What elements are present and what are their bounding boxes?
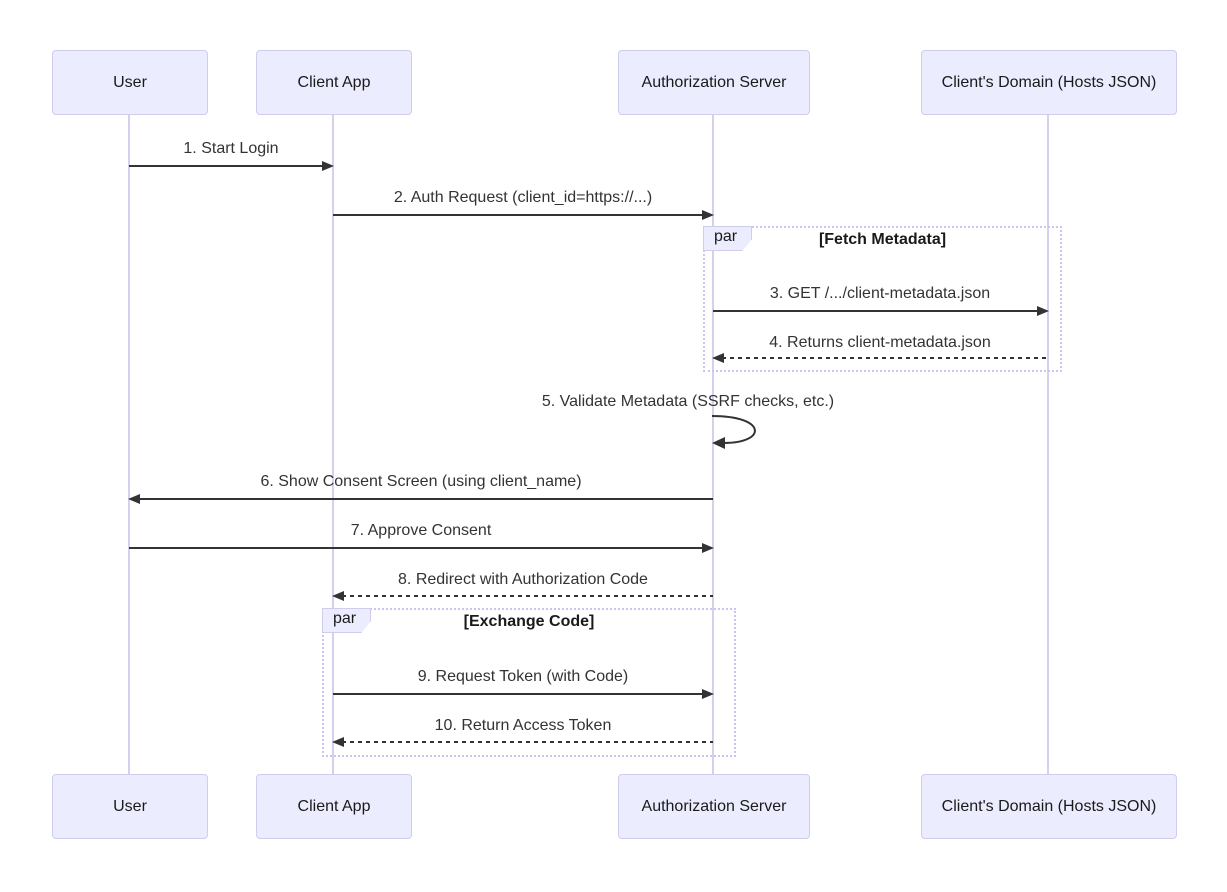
actor-label: Client's Domain (Hosts JSON) — [941, 73, 1157, 91]
par-title-exchange-code: [Exchange Code] — [463, 613, 595, 630]
arrow-line — [129, 547, 704, 549]
actor-label: Authorization Server — [641, 797, 787, 815]
arrow-line — [138, 498, 713, 500]
arrow-line — [713, 310, 1039, 312]
actor-client-app-bottom: Client App — [256, 774, 412, 839]
message-arrow-7 — [129, 543, 714, 553]
actor-label: Client's Domain (Hosts JSON) — [941, 797, 1157, 815]
arrowhead-right-icon — [1037, 306, 1049, 316]
actor-clients-domain-top: Client's Domain (Hosts JSON) — [921, 50, 1177, 115]
arrowhead-left-icon — [332, 737, 344, 747]
actor-label: Authorization Server — [641, 73, 787, 91]
lifeline-clients-domain — [1047, 114, 1049, 775]
message-label-7: 7. Approve Consent — [350, 522, 492, 539]
par-block-exchange-code: par [Exchange Code] — [322, 608, 736, 757]
arrowhead-right-icon — [702, 210, 714, 220]
lifeline-authorization-server — [712, 114, 714, 775]
message-label-2: 2. Auth Request (client_id=https://...) — [393, 189, 653, 206]
message-arrow-10 — [332, 737, 713, 747]
arrowhead-right-icon — [322, 161, 334, 171]
arrowhead-right-icon — [702, 543, 714, 553]
arrowhead-left-icon — [332, 591, 344, 601]
arrow-line — [333, 693, 704, 695]
arrow-line — [129, 165, 324, 167]
par-label: par — [714, 228, 738, 245]
lifeline-client-app — [332, 114, 334, 775]
lifeline-user — [128, 114, 130, 775]
actor-clients-domain-bottom: Client's Domain (Hosts JSON) — [921, 774, 1177, 839]
arrow-line — [342, 741, 713, 743]
actor-label: User — [113, 797, 147, 815]
arrowhead-left-icon — [712, 353, 724, 363]
par-label-tab: par — [322, 608, 372, 633]
arrowhead-left-icon — [128, 494, 140, 504]
actor-user-bottom: User — [52, 774, 208, 839]
arrow-line — [333, 214, 704, 216]
message-arrow-8 — [332, 591, 713, 601]
par-label: par — [333, 610, 357, 627]
arrowhead-right-icon — [702, 689, 714, 699]
message-arrow-3 — [713, 306, 1049, 316]
message-arrow-1 — [129, 161, 334, 171]
par-block-fetch-metadata: par [Fetch Metadata] — [703, 226, 1062, 372]
message-label-1: 1. Start Login — [183, 140, 279, 157]
actor-label: Client App — [297, 797, 371, 815]
arrow-line — [342, 595, 713, 597]
actor-label: Client App — [297, 73, 371, 91]
message-arrow-4 — [712, 353, 1048, 363]
par-label-tab: par — [703, 226, 753, 251]
message-label-8: 8. Redirect with Authorization Code — [398, 571, 648, 588]
message-arrow-6 — [128, 494, 713, 504]
message-label-6: 6. Show Consent Screen (using client_nam… — [260, 473, 582, 490]
actor-authorization-server-bottom: Authorization Server — [618, 774, 810, 839]
self-loop-arrow — [711, 415, 756, 449]
message-arrow-9 — [333, 689, 714, 699]
message-arrow-2 — [333, 210, 714, 220]
actor-authorization-server-top: Authorization Server — [618, 50, 810, 115]
actor-user-top: User — [52, 50, 208, 115]
arrow-line — [722, 357, 1048, 359]
par-title-fetch-metadata: [Fetch Metadata] — [818, 231, 947, 248]
message-label-5: 5. Validate Metadata (SSRF checks, etc.) — [541, 393, 835, 410]
actor-label: User — [113, 73, 147, 91]
actor-client-app-top: Client App — [256, 50, 412, 115]
